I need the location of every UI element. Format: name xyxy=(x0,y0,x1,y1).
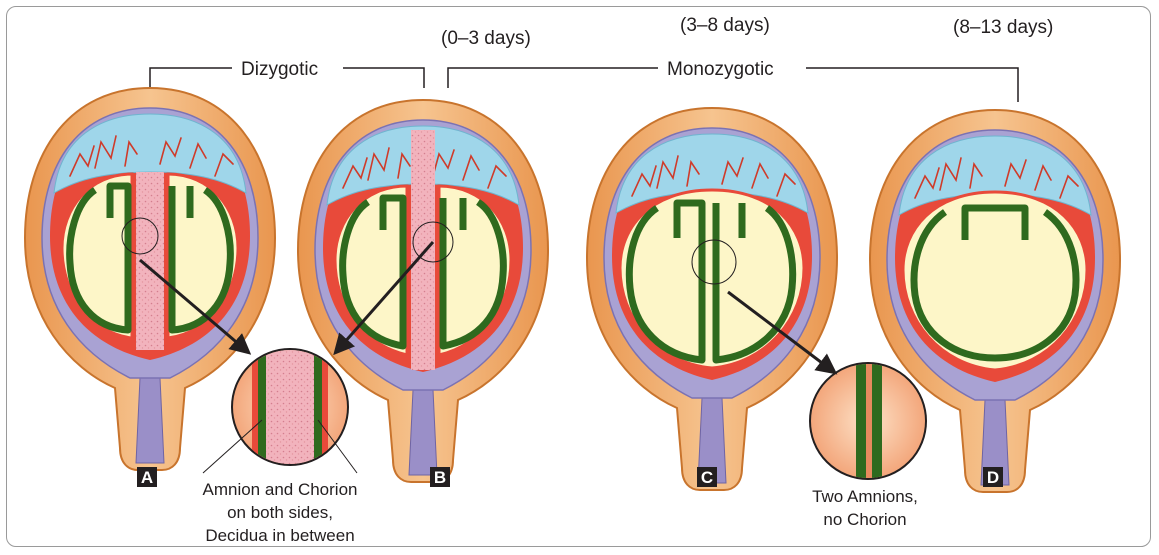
caption-monozygotic-line-2: no Chorion xyxy=(823,510,906,529)
caption-dizygotic-line-2: on both sides, xyxy=(227,503,333,522)
badge-a-label: A xyxy=(141,468,153,487)
badge-c: C xyxy=(697,467,717,487)
dizygotic-bracket: Dizygotic xyxy=(150,59,424,88)
badge-a: A xyxy=(137,467,157,487)
uterus-c xyxy=(587,108,837,490)
dizygotic-label: Dizygotic xyxy=(241,59,318,80)
badge-b-label: B xyxy=(434,468,446,487)
time-label-b: (0–3 days) xyxy=(441,28,531,49)
badge-b: B xyxy=(430,467,450,487)
time-label-c: (3–8 days) xyxy=(680,15,770,36)
badge-c-label: C xyxy=(701,468,713,487)
caption-dizygotic: Amnion and Chorion on both sides, Decidu… xyxy=(203,480,358,545)
caption-monozygotic: Two Amnions, no Chorion xyxy=(812,487,918,529)
monozygotic-bracket: Monozygotic xyxy=(448,59,1018,102)
time-label-d: (8–13 days) xyxy=(953,17,1053,38)
caption-monozygotic-line-1: Two Amnions, xyxy=(812,487,918,506)
caption-dizygotic-line-3: Decidua in between xyxy=(205,526,354,545)
monozygotic-label: Monozygotic xyxy=(667,59,774,80)
badge-d-label: D xyxy=(987,468,999,487)
caption-dizygotic-line-1: Amnion and Chorion xyxy=(203,480,358,499)
badge-d: D xyxy=(983,467,1003,487)
